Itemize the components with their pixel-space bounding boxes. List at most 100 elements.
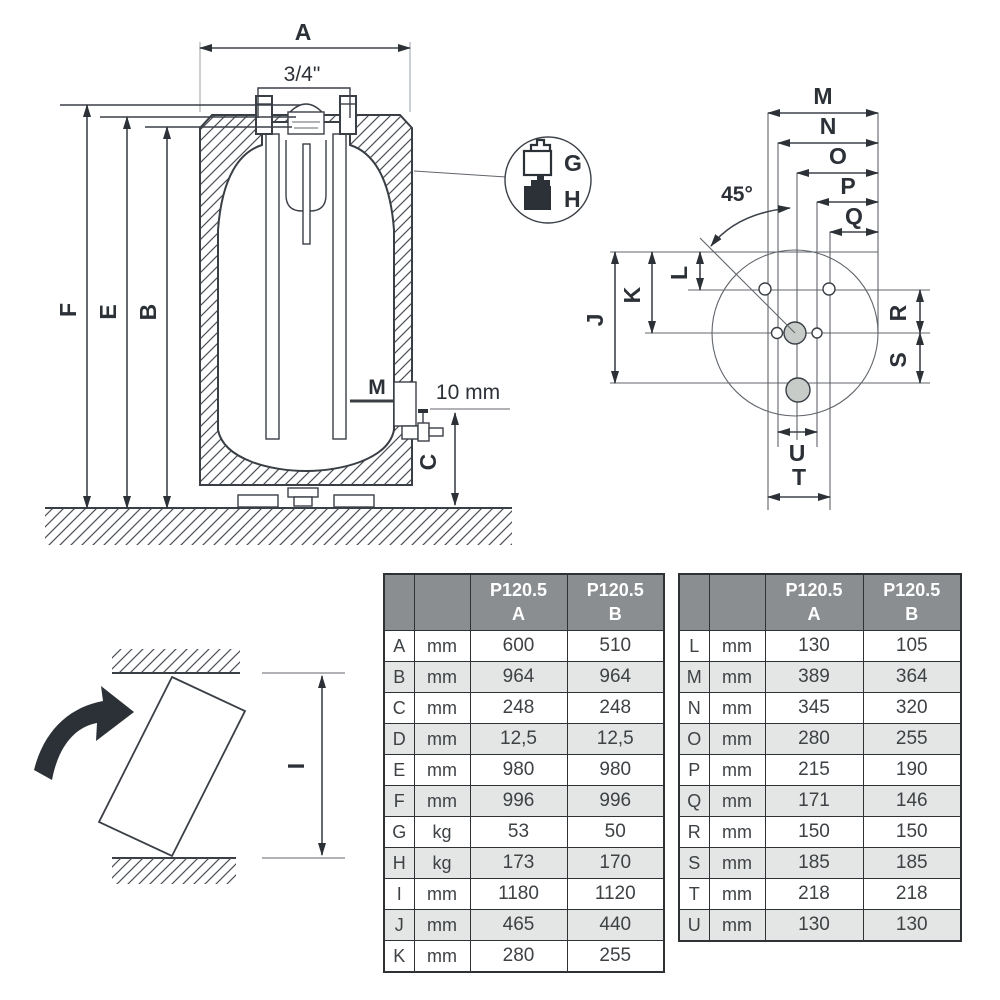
table-header-row: P120.5 A P120.5 B [383,573,665,631]
table-header-row: P120.5 A P120.5 B [678,573,962,631]
unit-cell: mm [708,754,766,786]
model-name: P120.5 [883,580,941,601]
value-b-cell: 980 [566,754,665,786]
fitting-dome [289,103,323,113]
unit-cell: mm [413,630,471,662]
value-a-cell: 130 [764,909,864,942]
model-variant: B [608,603,622,624]
value-a-cell: 465 [469,909,568,941]
header-empty [413,573,471,631]
pipe-bend [285,140,306,212]
unit-cell: mm [413,692,471,724]
unit-cell: mm [708,847,766,879]
dim-key-cell: E [383,754,415,786]
dim-label-thread: 3/4" [284,63,321,86]
pipe-stub [339,95,357,135]
connection-hole [770,326,784,340]
value-b-cell: 218 [862,878,962,910]
tank-foot [237,494,279,508]
tilt-arrow-icon [34,686,134,780]
unit-cell: mm [413,754,471,786]
unit-cell: mm [413,723,471,755]
unit-cell: kg [413,847,471,879]
value-b-cell: 170 [566,847,665,879]
value-b-cell: 364 [862,661,962,693]
weight-filled-icon [524,175,551,210]
value-b-cell: 50 [566,816,665,848]
value-a-cell: 980 [469,754,568,786]
dim-key-cell: K [383,940,415,973]
header-empty [678,573,710,631]
weight-empty-label: G [564,150,582,176]
dim-key-cell: D [383,723,415,755]
leader-line [413,170,507,178]
tilted-tank [97,675,247,858]
value-a-cell: 215 [764,754,864,786]
dim-label-o: O [829,143,847,169]
value-a-cell: 600 [469,630,568,662]
value-a-cell: 280 [469,940,568,973]
drain-fitting [287,487,319,498]
value-a-cell: 996 [469,785,568,817]
unit-cell: kg [413,816,471,848]
model-variant: A [512,603,525,624]
dim-label-t: T [792,464,806,490]
dim-label-r: R [885,304,911,321]
floor-hatch [112,858,236,884]
dim-label-f: F [55,303,81,317]
dim-label-c: C [415,454,441,471]
value-a-cell: 12,5 [469,723,568,755]
value-a-cell: 173 [469,847,568,879]
ceiling-hatch [112,649,240,673]
model-variant: B [905,603,919,624]
value-a-cell: 150 [764,816,864,848]
inner-tube [332,133,347,440]
unit-cell: mm [708,630,766,662]
valve-handle [418,409,428,413]
unit-cell: mm [708,723,766,755]
dim-label-u: U [789,440,806,466]
dim-key-cell: M [678,661,710,693]
header-model-b: P120.5 B [862,573,962,631]
dim-label-m: M [813,83,832,109]
unit-cell: mm [708,878,766,910]
connection-block [393,381,417,427]
connection-hole [758,282,772,296]
unit-cell: mm [708,692,766,724]
value-b-cell: 1120 [566,878,665,910]
model-name: P120.5 [489,580,548,601]
connection-hole [822,282,836,296]
angle-label: 45° [721,183,753,206]
dim-key-cell: T [678,878,710,910]
value-b-cell: 105 [862,630,962,662]
dim-key-cell: R [678,816,710,848]
value-b-cell: 150 [862,816,962,848]
unit-cell: mm [413,661,471,693]
model-variant: A [807,603,821,624]
unit-cell: mm [413,909,471,941]
unit-cell: mm [413,878,471,910]
dim-key-cell: U [678,909,710,942]
valve-body [401,425,419,440]
dim-key-cell: J [383,909,415,941]
dim-key-cell: O [678,723,710,755]
value-b-cell: 996 [566,785,665,817]
thread-bracket [257,87,351,118]
tank-foot [333,494,375,508]
value-a-cell: 53 [469,816,568,848]
